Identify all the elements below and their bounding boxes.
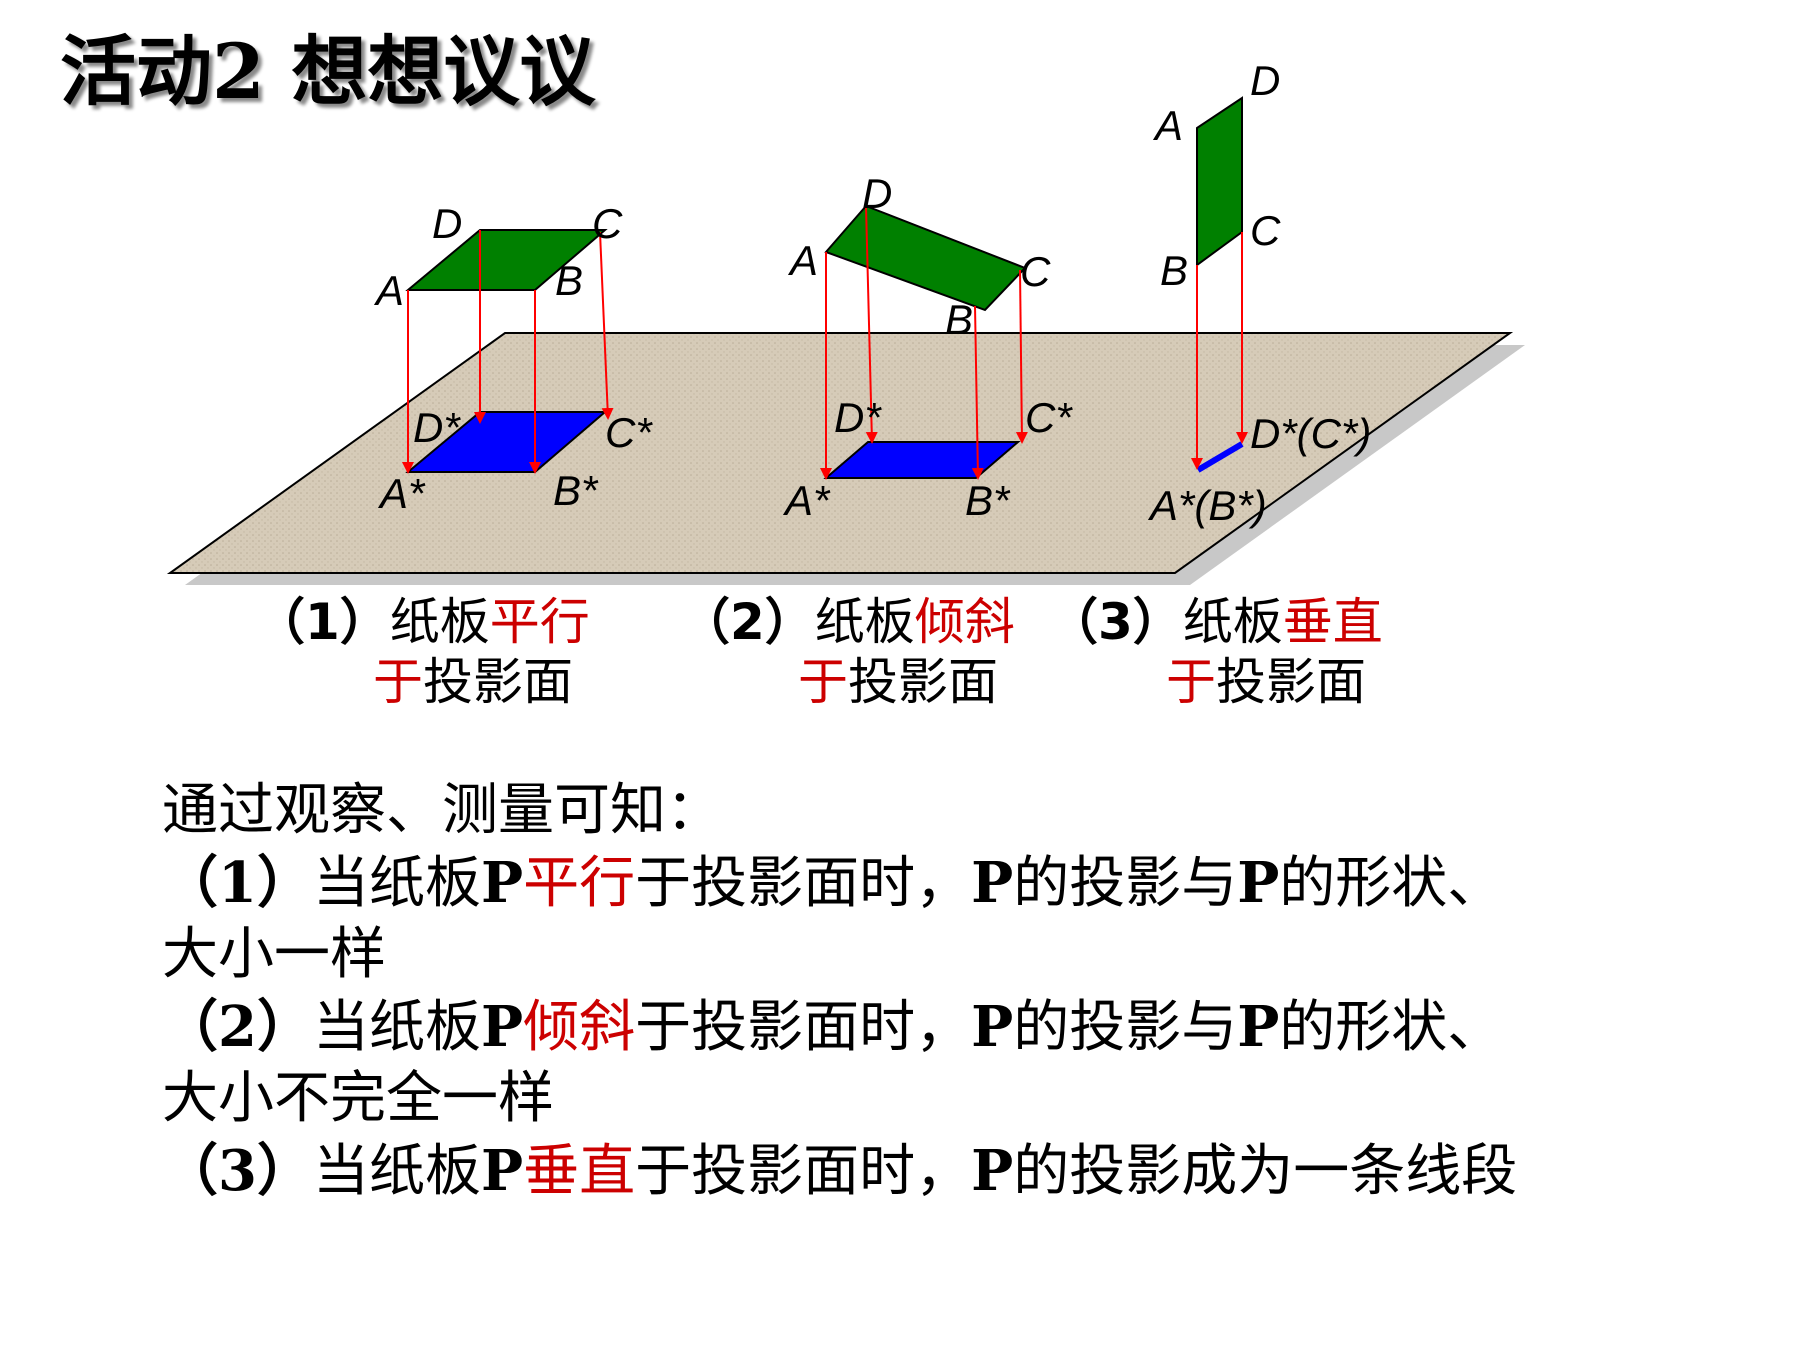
observation-item-1: （1）当纸板P平行于投影面时，P的投影与P的形状、 [162,847,1517,919]
caption-number: （1） [255,593,390,651]
vertex-label: D* [834,394,882,441]
slide-title: 活动2 想想议议 [60,27,596,116]
caption-number: （3） [1048,593,1183,651]
projection-ray [971,305,984,480]
item-text: 当纸板 [312,1139,481,1204]
projection-ray [599,231,614,420]
vertex-label: B [1160,247,1188,294]
vertex-label: D [862,170,892,217]
item-text: 于投影面时， [635,995,972,1060]
caption-text: 纸板 [814,593,915,651]
projection-diagram: D C A B D* C* A* B* D A C B D* C* A* B* … [166,57,1525,585]
item-text: 于投影面时， [635,851,972,916]
caption-keyword: 于 [798,653,848,711]
figure-2-inclined: D A C B D* C* A* B* [782,170,1073,524]
item-number: （3） [162,1138,313,1204]
item-text: 的投影与 [1013,995,1238,1060]
item-keyword: 垂直 [523,1139,636,1204]
figure-3-perpendicular: D A C B D*(C*) A*(B*) [1147,57,1371,529]
vertex-label: C* [605,409,653,456]
vertex-label: C [1250,207,1281,254]
vertex-label: C [1020,248,1051,295]
observation-intro: 通过观察、测量可知： [162,778,722,843]
projection-segment [1196,441,1244,473]
vertex-label: A [787,237,818,284]
board-1 [405,229,608,291]
item-symbol: P [971,1138,1014,1204]
vertex-label: C* [1025,394,1073,441]
vertex-label: A* [377,470,426,517]
caption-text: 投影面 [423,653,573,711]
item-text: 当纸板 [312,851,481,916]
item-text: 的形状、 [1279,851,1504,916]
item-keyword: 平行 [523,851,636,916]
vertex-label: D [1250,57,1280,104]
caption-keyword: 倾斜 [914,593,1015,651]
item-symbol: P [1237,994,1280,1060]
observation-item-1-cont: 大小一样 [162,922,386,987]
caption-text: 纸板 [389,593,490,651]
caption-keyword: 垂直 [1282,593,1383,651]
vertex-label: B* [553,467,599,514]
projection-plane [166,332,1514,574]
board-2 [824,204,1027,312]
observation-text: 通过观察、测量可知： （1）当纸板P平行于投影面时，P的投影与P的形状、 大小一… [162,775,1517,1207]
vertex-label: C [592,200,623,247]
vertex-label: A*(B*) [1147,482,1267,529]
item-number: （1） [162,850,313,916]
vertex-label: D* [413,404,461,451]
vertex-label: B [945,296,973,343]
caption-1: （1）纸板平行 于投影面 [255,592,590,712]
item-symbol: P [1237,850,1280,916]
observation-item-2-cont: 大小不完全一样 [162,1066,554,1131]
item-symbol: P [480,994,524,1060]
item-symbol: P [971,850,1014,916]
caption-text: 纸板 [1182,593,1283,651]
caption-keyword: 平行 [489,593,590,651]
item-keyword: 倾斜 [523,995,636,1060]
item-symbol: P [480,1138,524,1204]
item-text: 的投影成为一条线段 [1013,1139,1518,1204]
observation-item-3: （3）当纸板P垂直于投影面时，P的投影成为一条线段 [162,1135,1517,1207]
board-3 [1196,96,1243,267]
item-symbol: P [971,994,1014,1060]
vertex-label: D*(C*) [1250,410,1371,457]
item-text: 的投影与 [1013,851,1238,916]
caption-keyword: 于 [1166,653,1216,711]
caption-2: （2）纸板倾斜 于投影面 [680,592,1015,712]
caption-keyword: 于 [373,653,423,711]
vertex-label: A [1152,102,1183,149]
vertex-label: B [555,257,583,304]
caption-text: 投影面 [848,653,998,711]
vertex-label: D [432,200,462,247]
observation-item-2: （2）当纸板P倾斜于投影面时，P的投影与P的形状、 [162,991,1517,1063]
caption-text: 投影面 [1216,653,1366,711]
caption-number: （2） [680,593,815,651]
caption-3: （3）纸板垂直 于投影面 [1048,592,1383,712]
projection-ray [1015,269,1028,444]
item-number: （2） [162,994,313,1060]
item-text: 当纸板 [312,995,481,1060]
figure-1-parallel: D C A B D* C* A* B* [373,200,653,517]
vertex-label: A* [782,477,831,524]
projection-ray [865,205,878,444]
item-text: 于投影面时， [635,1139,972,1204]
item-text: 的形状、 [1279,995,1504,1060]
vertex-label: B* [965,477,1011,524]
vertex-label: A [373,267,404,314]
item-symbol: P [480,850,524,916]
